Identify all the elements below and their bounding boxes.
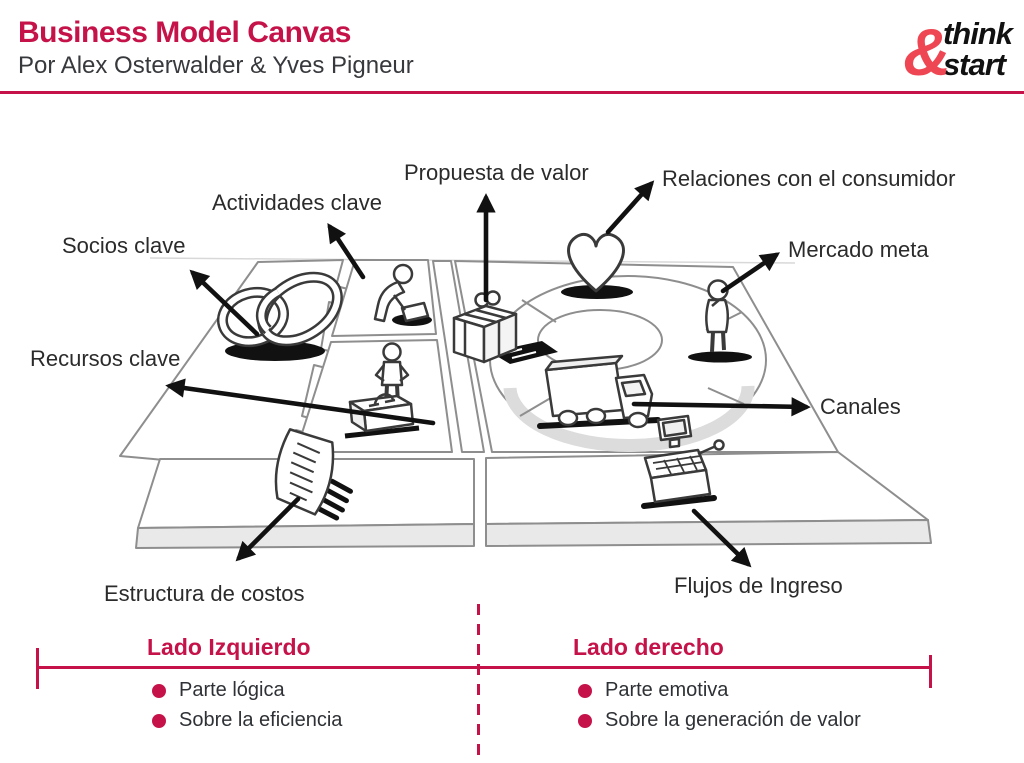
legend-divider-dashed: [477, 604, 480, 759]
legend-axis-tick-right: [929, 655, 932, 688]
header-divider: [0, 91, 1024, 94]
legend-item-label: Parte emotiva: [605, 679, 729, 701]
toolbox-person-icon: [344, 342, 420, 439]
gift-box-icon: [452, 290, 558, 364]
label-relaciones-consumidor: Relaciones con el consumidor: [662, 166, 956, 191]
thinkandstart-logo: & think start: [903, 15, 1013, 89]
legend-heading-right: Lado derecho: [573, 634, 724, 660]
standing-person-icon: [688, 279, 752, 363]
label-estructura-costos: Estructura de costos: [104, 581, 305, 606]
logo-ampersand: &: [903, 15, 951, 89]
bullet-dot-icon: [578, 683, 592, 698]
legend-axis-line: [37, 666, 932, 669]
page-subtitle: Por Alex Osterwalder & Yves Pigneur: [18, 52, 414, 79]
page-title: Business Model Canvas: [18, 16, 351, 49]
label-recursos-clave: Recursos clave: [30, 346, 181, 371]
arrow-socios: [189, 269, 260, 337]
tile-ingresos-face: [485, 519, 932, 547]
arrow-recursos: [165, 378, 436, 426]
legend-item-label: Sobre la generación de valor: [605, 709, 861, 731]
legend-axis-tick-left: [36, 648, 39, 689]
arrow-mercado: [720, 252, 780, 294]
logo-word-start: start: [942, 47, 1006, 82]
legend-item: Sobre la eficiencia: [152, 709, 342, 732]
legend-item: Sobre la generación de valor: [578, 709, 861, 732]
tile-propuesta: [432, 260, 485, 453]
logo-word-think: think: [942, 16, 1013, 51]
arrow-relaciones: [605, 180, 655, 235]
label-canales: Canales: [820, 394, 901, 419]
bullet-dot-icon: [578, 713, 592, 728]
arrow-canales: [631, 397, 811, 417]
cash-register-icon: [641, 414, 725, 509]
arrow-costos: [235, 496, 301, 562]
working-person-icon: [373, 263, 432, 326]
label-socios-clave: Socios clave: [62, 233, 186, 258]
arrow-actividades: [327, 222, 366, 280]
label-actividades-clave: Actividades clave: [212, 190, 382, 215]
heart-icon: [561, 232, 633, 299]
interlocked-rings-icon: [216, 271, 343, 361]
delivery-truck-icon: [537, 354, 661, 429]
connector-arrows: [165, 180, 811, 568]
legend-item-label: Parte lógica: [179, 679, 285, 701]
label-propuesta-de-valor: Propuesta de valor: [404, 160, 589, 185]
legend-item: Parte lógica: [152, 679, 285, 702]
legend-heading-left: Lado Izquierdo: [147, 634, 311, 660]
bullet-dot-icon: [152, 713, 166, 728]
label-flujos-ingreso: Flujos de Ingreso: [674, 573, 843, 598]
arrow-ingresos: [691, 508, 752, 568]
bullet-dot-icon: [152, 683, 166, 698]
tile-costos-face: [135, 523, 475, 549]
legend-item: Parte emotiva: [578, 679, 728, 702]
receipt-icon: [274, 428, 353, 521]
legend-item-label: Sobre la eficiencia: [179, 709, 343, 731]
label-mercado-meta: Mercado meta: [788, 237, 929, 262]
